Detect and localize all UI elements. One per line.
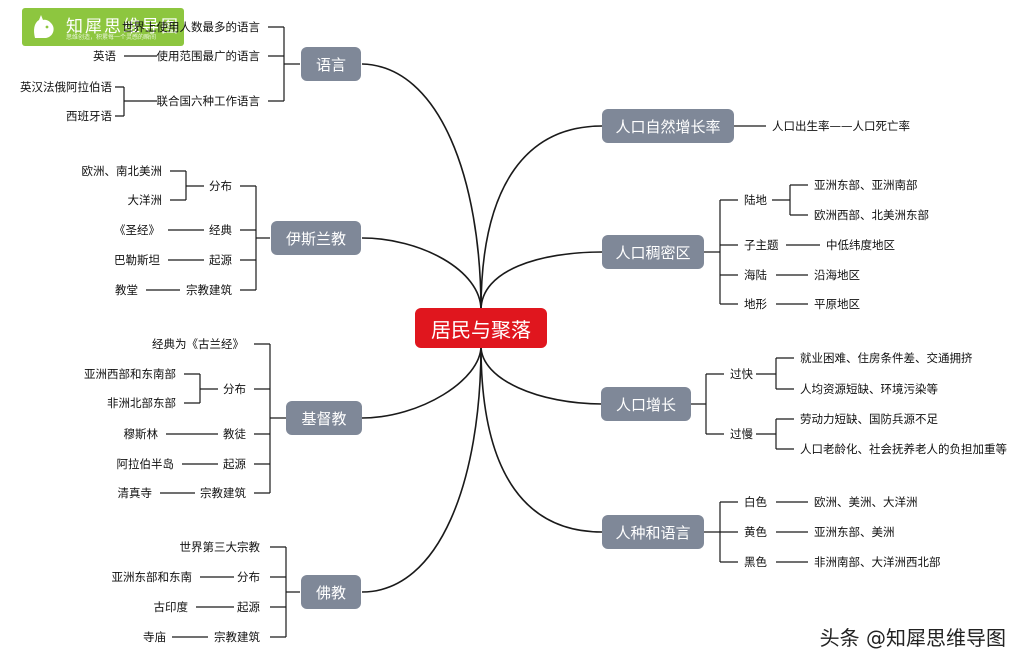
watermark-text: 头条 @知犀思维导图: [819, 626, 1006, 650]
curve-language: [361, 63, 482, 311]
subtopic-label[interactable]: 白色: [744, 495, 767, 509]
center-topic[interactable]: 居民与聚落: [415, 308, 547, 348]
leaf-label[interactable]: 非洲北部东部: [107, 396, 176, 410]
subtopic-label[interactable]: 教徒: [223, 427, 246, 441]
node-language[interactable]: 语言: [301, 47, 361, 81]
subtopic-label[interactable]: 起源: [223, 457, 246, 471]
node-christianity[interactable]: 基督教: [286, 401, 362, 435]
leaf-label[interactable]: 亚洲东部、美洲: [814, 525, 895, 539]
subtopic-label[interactable]: 海陆: [744, 268, 767, 282]
leaf-label[interactable]: 教堂: [115, 283, 138, 297]
curve-race: [480, 345, 603, 533]
sub-branch-lines: [115, 26, 820, 638]
subtopic-label[interactable]: 宗教建筑: [200, 486, 246, 500]
subtopic-label[interactable]: 宗教建筑: [214, 630, 260, 644]
leaf-label[interactable]: 阿拉伯半岛: [116, 457, 175, 471]
subtopic-label[interactable]: 分布: [237, 570, 260, 584]
logo-title: 知犀思维导图: [66, 17, 180, 37]
subtopic-label[interactable]: 分布: [209, 179, 232, 193]
node-growth[interactable]: 人口增长: [601, 387, 691, 421]
curve-density: [480, 251, 603, 311]
subtopic-label[interactable]: 地形: [744, 297, 767, 311]
leaf-label[interactable]: 非洲南部、大洋洲西北部: [814, 555, 941, 569]
leaf-label[interactable]: 穆斯林: [123, 427, 159, 441]
leaf-label[interactable]: 欧洲、美洲、大洋洲: [814, 495, 918, 509]
leaf-label[interactable]: 寺庙: [143, 630, 166, 644]
subtopic-label[interactable]: 过快: [730, 367, 753, 381]
leaf-label[interactable]: 沿海地区: [814, 268, 860, 282]
node-natural-growth[interactable]: 人口自然增长率: [602, 109, 734, 143]
subtopic-label[interactable]: 使用范围最广的语言: [156, 49, 261, 63]
subtopic-label[interactable]: 黄色: [744, 525, 767, 539]
leaf-label[interactable]: 亚洲西部和东南部: [84, 367, 176, 381]
leaf-label[interactable]: 古印度: [153, 600, 189, 614]
subtopic-label[interactable]: 过慢: [730, 427, 753, 441]
leaf-label[interactable]: 欧洲西部、北美洲东部: [814, 208, 929, 222]
leaf-label[interactable]: 亚洲东部和东南: [111, 570, 193, 584]
rhino-logo-icon: [34, 15, 54, 38]
leaf-label[interactable]: 劳动力短缺、国防兵源不足: [800, 412, 938, 426]
node-race[interactable]: 人种和语言: [602, 515, 704, 549]
main-branch-curves: [361, 63, 603, 593]
leaf-label[interactable]: 巴勒斯坦: [114, 253, 160, 267]
subtopic-label[interactable]: 联合国六种工作语言: [156, 94, 261, 108]
curve-growth: [480, 345, 603, 405]
leaf-label[interactable]: 《圣经》: [114, 223, 160, 237]
node-density[interactable]: 人口稠密区: [602, 235, 704, 269]
subtopic-label[interactable]: 起源: [209, 253, 232, 267]
leaf-label[interactable]: 亚洲东部、亚洲南部: [814, 178, 918, 192]
node-buddhism[interactable]: 佛教: [301, 575, 361, 609]
leaf-label[interactable]: 人均资源短缺、环境污染等: [800, 382, 938, 396]
leaf-label[interactable]: 平原地区: [814, 297, 860, 311]
leaf-label[interactable]: 英语: [93, 49, 116, 63]
node-islam[interactable]: 伊斯兰教: [271, 221, 361, 255]
logo-subtitle: 思维创造，积累每一个灵感的瞬间: [66, 34, 157, 41]
subtopic-label[interactable]: 世界第三大宗教: [179, 540, 261, 554]
leaf-label[interactable]: 西班牙语: [66, 109, 112, 123]
subtopic-label[interactable]: 分布: [223, 382, 246, 396]
curve-natural-growth: [480, 125, 603, 311]
leaf-label[interactable]: 清真寺: [117, 486, 153, 500]
subtopic-label[interactable]: 宗教建筑: [186, 283, 232, 297]
subtopic-label[interactable]: 经典: [209, 223, 232, 237]
curve-christianity: [361, 345, 482, 419]
subtopic-label[interactable]: 经典为《古兰经》: [152, 337, 244, 351]
subtopic-label[interactable]: 陆地: [744, 193, 767, 207]
curve-islam: [361, 237, 482, 311]
subtopic-label[interactable]: 人口出生率——人口死亡率: [772, 119, 910, 133]
brand-logo: 知犀思维导图 思维创造，积累每一个灵感的瞬间: [22, 8, 184, 46]
curve-buddhism: [361, 345, 482, 593]
subtopic-label[interactable]: 黑色: [744, 555, 767, 569]
leaf-label[interactable]: 人口老龄化、社会抚养老人的负担加重等: [800, 442, 1007, 456]
leaf-label[interactable]: 欧洲、南北美洲: [81, 164, 163, 178]
leaf-label[interactable]: 中低纬度地区: [826, 238, 895, 252]
subtopic-label[interactable]: 世界上使用人数最多的语言: [122, 20, 260, 34]
subtopic-label[interactable]: 起源: [237, 600, 260, 614]
leaf-label[interactable]: 就业困难、住房条件差、交通拥挤: [800, 351, 973, 365]
subtopic-label[interactable]: 子主题: [744, 238, 779, 252]
leaf-label[interactable]: 大洋洲: [127, 193, 163, 207]
leaf-label[interactable]: 英汉法俄阿拉伯语: [20, 80, 112, 94]
